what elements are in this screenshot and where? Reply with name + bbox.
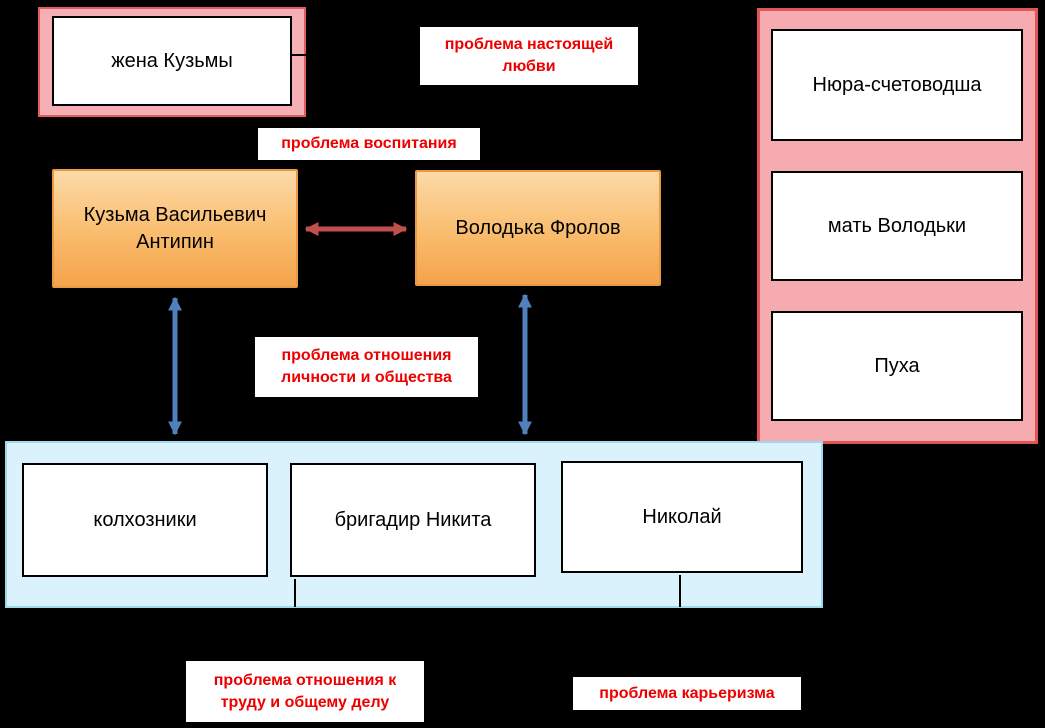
label-careerism: проблема карьеризма — [573, 677, 801, 710]
puha-label: Пуха — [874, 354, 920, 377]
volodka-label: Володька Фролов — [455, 216, 621, 239]
nikolay-label: Николай — [642, 505, 722, 528]
mother-box: мать Володьки — [771, 171, 1023, 281]
label-upbringing: проблема воспитания — [258, 128, 480, 160]
label-careerism-text: проблема карьеризма — [599, 684, 775, 702]
kolkhozniki-box: колхозники — [22, 463, 268, 577]
kuzma-label: Кузьма Васильевич Антипин — [83, 203, 267, 253]
kuzma-box: Кузьма Васильевич Антипин — [52, 169, 298, 288]
kolkhozniki-label: колхозники — [93, 508, 197, 531]
wife-label: жена Кузьмы — [111, 49, 233, 72]
label-labor-text: проблема отношения к труду и общему делу — [213, 671, 397, 711]
nyura-label: Нюра-счетоводша — [812, 73, 982, 96]
label-personality-society: проблема отношения личности и общества — [255, 337, 478, 397]
label-labor: проблема отношения к труду и общему делу — [186, 661, 424, 722]
mother-label: мать Володьки — [827, 214, 967, 237]
nikolay-box: Николай — [561, 461, 803, 573]
label-upbringing-text: проблема воспитания — [281, 135, 457, 153]
label-true-love-text: проблема настоящей любви — [444, 36, 614, 75]
brigadir-label: бригадир Никита — [334, 508, 492, 531]
label-personality-society-text: проблема отношения личности и общества — [281, 347, 452, 386]
brigadir-box: бригадир Никита — [290, 463, 536, 577]
wife-box: жена Кузьмы — [52, 16, 292, 106]
nyura-box: Нюра-счетоводша — [771, 29, 1023, 141]
puha-box: Пуха — [771, 311, 1023, 421]
volodka-box: Володька Фролов — [415, 170, 661, 286]
label-true-love: проблема настоящей любви — [420, 27, 638, 85]
